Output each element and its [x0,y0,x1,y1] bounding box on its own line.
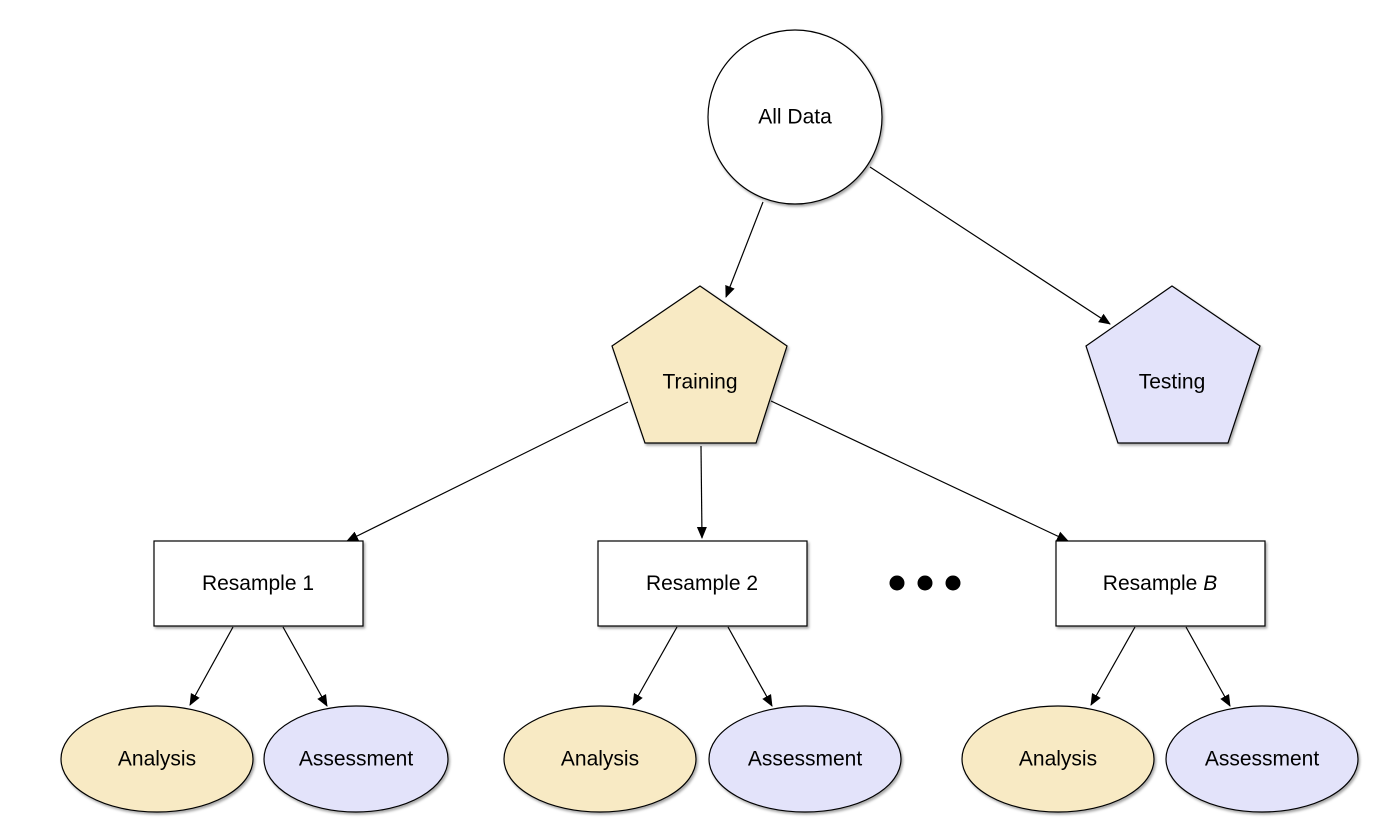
node-analysis-b: Analysis [961,705,1155,813]
edge-training-resample-b [770,400,1069,542]
resample-2-suffix: 2 [746,572,758,595]
resample-b-label: Resample B [1103,572,1217,595]
analysis-2-label: Analysis [561,748,639,771]
node-analysis-1: Analysis [60,705,254,813]
node-resample-2: Resample 2 [597,540,808,627]
all-data-circle [707,29,883,205]
resample-2-box [597,540,808,627]
assessment-2-label: Assessment [748,748,863,771]
node-training: Training [611,285,788,444]
resample-1-box [153,540,364,627]
all-data-label: All Data [758,106,832,129]
analysis-2-ellipse [503,705,697,813]
node-assessment-b: Assessment [1165,705,1359,813]
edge-resample-2-analysis [632,626,678,706]
ellipsis-dot [945,575,961,591]
assessment-1-label: Assessment [299,748,414,771]
resample-b-box [1055,540,1266,627]
assessment-b-label: Assessment [1205,748,1320,771]
edge-alldata-training [725,201,764,298]
edge-resample-1-assessment [282,626,328,707]
analysis-1-ellipse [60,705,254,813]
assessment-b-ellipse [1165,705,1359,813]
edge-resample-1-analysis [189,626,234,706]
ellipsis-dot [889,575,905,591]
resample-2-label: Resample 2 [646,572,758,595]
edge-resample-2-assessment [727,626,773,707]
analysis-b-label: Analysis [1019,748,1097,771]
resample-2-prefix: Resample [646,572,746,595]
resample-1-prefix: Resample [202,572,302,595]
edges [189,166,1231,707]
node-resample-b: Resample B [1055,540,1266,627]
edge-resample-b-analysis [1090,626,1136,706]
resample-1-label: Resample 1 [202,572,314,595]
testing-pentagon [1085,285,1261,444]
ellipsis-dot [917,575,933,591]
node-assessment-2: Assessment [708,705,902,813]
testing-label: Testing [1139,371,1206,394]
node-resample-1: Resample 1 [153,540,364,627]
resample-b-prefix: Resample [1103,572,1203,595]
ellipsis-icon [889,575,961,591]
resample-1-suffix: 1 [302,572,314,595]
node-assessment-1: Assessment [263,705,449,813]
node-analysis-2: Analysis [503,705,697,813]
training-label: Training [662,371,737,394]
assessment-1-ellipse [263,705,449,813]
node-testing: Testing [1085,285,1261,444]
analysis-b-ellipse [961,705,1155,813]
training-pentagon [611,285,788,444]
edge-training-resample-2 [696,445,707,539]
assessment-2-ellipse [708,705,902,813]
resample-b-suffix: B [1203,572,1217,595]
node-all-data: All Data [707,29,883,205]
analysis-1-label: Analysis [118,748,196,771]
edge-alldata-testing [869,166,1111,325]
edge-training-resample-1 [346,401,629,542]
edge-resample-b-assessment [1185,626,1231,707]
